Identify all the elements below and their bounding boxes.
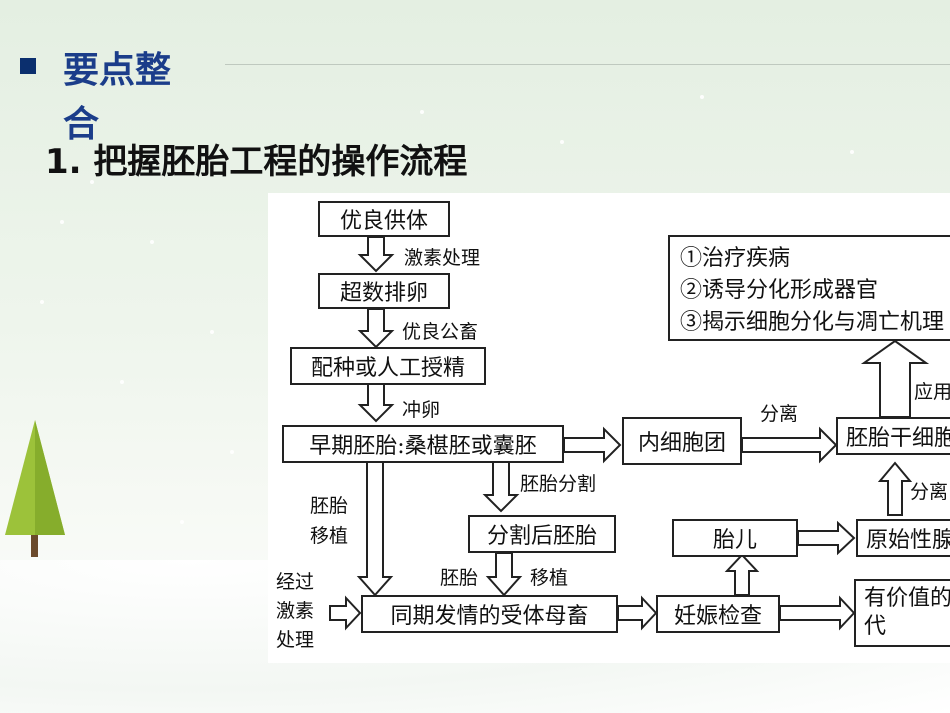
section-subtitle: 1. 把握胚胎工程的操作流程 <box>45 142 468 182</box>
snow-dot <box>420 110 424 114</box>
label-hormone-recipient-2: 激素 <box>276 600 315 622</box>
node-offspring: 有价值的后代 <box>854 579 950 647</box>
arrow-right <box>779 595 856 631</box>
node-inner-cell-mass: 内细胞团 <box>622 417 742 465</box>
label-apply: 应用 <box>914 381 950 403</box>
node-recipient: 同期发情的受体母畜 <box>361 595 618 633</box>
node-split-embryo: 分割后胚胎 <box>468 515 616 553</box>
arrow-right <box>617 595 658 631</box>
snow-dot <box>60 220 64 224</box>
arrow-up <box>860 339 930 418</box>
node-pregnancy-check: 妊娠检查 <box>656 595 780 633</box>
application-item: ①治疗疾病 <box>680 246 791 271</box>
arrow-down <box>482 458 520 513</box>
snow-dot <box>150 240 154 244</box>
arrow-down <box>357 382 395 423</box>
label-embryo: 胚胎 <box>440 567 479 589</box>
node-primordial-gonad: 原始性腺 <box>856 519 950 557</box>
node-mating: 配种或人工授精 <box>290 347 486 385</box>
application-item: ③揭示细胞分化与凋亡机理 <box>680 310 945 335</box>
header-bullet-icon <box>20 58 36 74</box>
snow-dot <box>40 300 44 304</box>
header-divider <box>225 64 950 65</box>
label-transplant: 移植 <box>530 567 569 589</box>
node-applications: ①治疗疾病 ②诱导分化形成器官 ③揭示细胞分化与凋亡机理 <box>668 235 950 341</box>
label-separate-2: 分离 <box>910 481 949 503</box>
label-hormone-recipient-3: 处理 <box>276 629 315 651</box>
node-early-embryo: 早期胚胎:桑椹胚或囊胚 <box>282 425 564 463</box>
snow-dot <box>230 450 234 454</box>
snow-dot <box>180 520 184 524</box>
application-item: ②诱导分化形成器官 <box>680 278 879 303</box>
node-fetus: 胎儿 <box>672 519 798 557</box>
label-embryo-split: 胚胎分割 <box>520 473 597 495</box>
arrow-right <box>563 426 622 464</box>
snow-dot <box>700 95 704 99</box>
node-superovulation: 超数排卵 <box>318 273 450 309</box>
embryo-engineering-flowchart: 优良供体 超数排卵 配种或人工授精 早期胚胎:桑椹胚或囊胚 分割后胚胎 同期发情… <box>268 193 950 663</box>
arrow-down <box>357 308 395 349</box>
node-donor: 优良供体 <box>318 201 450 237</box>
label-flush: 冲卵 <box>402 399 441 421</box>
label-fine-male: 优良公畜 <box>402 321 479 343</box>
label-hormone-recipient-1: 经过 <box>276 571 315 593</box>
node-stem-cells: 胚胎干细胞 <box>836 417 950 455</box>
snow-dot <box>90 180 94 184</box>
arrow-up <box>724 553 760 596</box>
flow-arrows <box>329 236 930 631</box>
snow-dot <box>120 380 124 384</box>
arrow-right <box>741 426 838 464</box>
label-hormone: 激素处理 <box>404 247 481 269</box>
label-separate-1: 分离 <box>760 403 799 425</box>
snow-dot <box>210 330 214 334</box>
arrow-down <box>356 458 394 597</box>
arrow-up <box>877 461 913 516</box>
snow-dot <box>850 150 854 154</box>
arrow-right <box>329 595 362 631</box>
snow-dot <box>560 140 564 144</box>
label-transfer-2: 移植 <box>310 525 349 547</box>
arrow-down <box>357 236 395 273</box>
arrow-right <box>797 520 856 556</box>
tree-icon <box>5 420 65 557</box>
page-title: 要点整合 <box>63 50 172 145</box>
label-transfer-1: 胚胎 <box>310 495 349 517</box>
arrow-down <box>485 552 523 597</box>
